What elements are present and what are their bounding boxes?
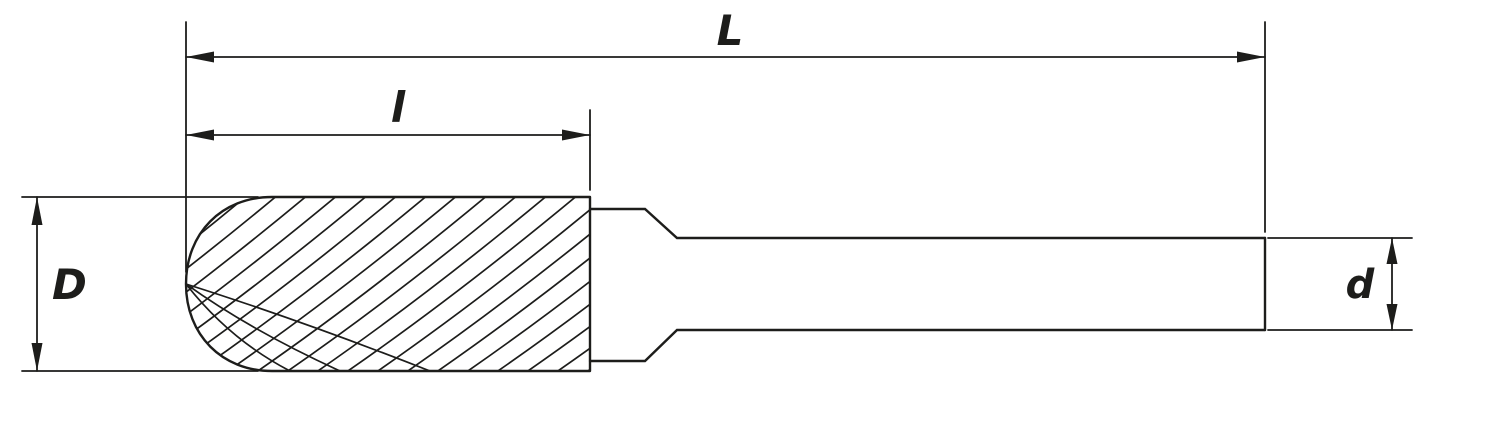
dimension-total-length: L [185,6,1266,273]
arrowhead-L-right [1237,51,1265,63]
burr-neck-and-shank [588,207,1267,363]
arrowhead-L-left [186,51,214,63]
dim-label-cut-length: l [391,83,406,132]
dim-label-head-diameter: D [52,260,87,309]
dim-label-shank-diameter: d [1346,262,1375,308]
arrowhead-d-bottom [1386,304,1398,330]
arrowhead-D-top [31,197,43,225]
flute-lines [186,197,590,371]
dimension-cut-length: l [185,83,591,191]
neck-shank-top-edge [588,207,1267,240]
arrowhead-D-bottom [31,343,43,371]
arrowhead-l-left [186,129,214,141]
arrowhead-l-right [562,129,590,141]
neck-shank-bottom-edge [588,328,1267,363]
dim-label-total-length: L [717,6,744,55]
dimension-head-diameter: D [21,196,259,372]
burr-head-outline [184,195,592,373]
dimension-shank-diameter: d [1267,237,1413,331]
arrowhead-d-top [1386,238,1398,264]
